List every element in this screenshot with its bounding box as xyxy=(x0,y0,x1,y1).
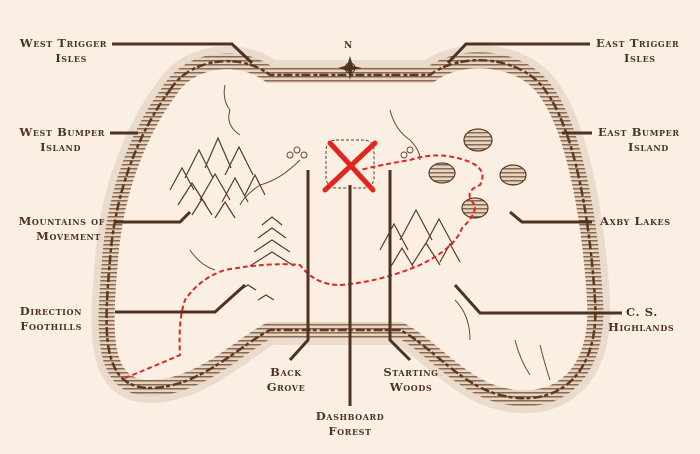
leader-lines xyxy=(110,42,622,406)
compass-north-label: N xyxy=(344,41,353,51)
label-cs-highlands: C. S.Highlands xyxy=(608,305,675,334)
axby-lakes xyxy=(428,128,527,219)
treasure-route xyxy=(124,154,484,379)
mountains-east xyxy=(379,208,461,269)
compass-rose-icon xyxy=(338,56,362,80)
forest-back-grove xyxy=(239,216,295,301)
treasure-x-mark xyxy=(322,140,378,193)
label-axby-lakes: Axby Lakes xyxy=(600,214,671,228)
mountains-west xyxy=(169,136,266,219)
